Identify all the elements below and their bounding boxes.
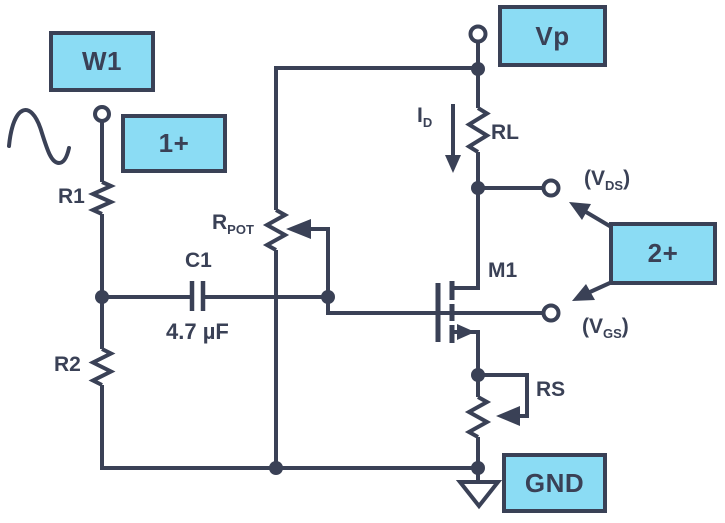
resistor-r2 — [88, 347, 116, 387]
capacitor-c1 — [102, 281, 328, 311]
vds-label: (VDS) — [584, 168, 630, 192]
resistor-rpot — [262, 208, 290, 252]
junction-dot — [471, 181, 485, 195]
rs-label: RS — [536, 378, 566, 401]
scope-ch1-label: 1+ — [158, 128, 190, 158]
rpot-wiper-wire — [309, 227, 330, 297]
rs-wiper-wire — [478, 373, 529, 418]
m1-source-lead — [452, 330, 480, 375]
ground-rail — [100, 385, 478, 470]
junction-dot — [471, 368, 485, 382]
resistor-r1 — [88, 180, 116, 216]
scope-ch2-box: 2+ — [609, 222, 717, 285]
c1-value-label: 4.7 µF — [166, 319, 229, 344]
ch2-probe-arrows — [569, 202, 615, 301]
vp-terminal — [468, 24, 488, 44]
resistor-rs — [464, 395, 492, 439]
junction-dots — [95, 62, 485, 475]
potentiometer-rpot — [262, 208, 330, 468]
junction-dot — [471, 62, 485, 76]
ground-triangle — [455, 480, 503, 510]
m1-source-arrowhead — [457, 324, 475, 340]
vgs-label-sub: GS — [603, 326, 622, 341]
sine-wave-icon — [7, 108, 71, 166]
rpot-label: RPOT — [212, 212, 254, 236]
vp-supply-box: Vp — [498, 5, 607, 67]
vgs-label-close: ) — [621, 315, 629, 338]
scope-ch2-label: 2+ — [647, 238, 679, 268]
junction-dot — [321, 290, 335, 304]
junction-dot — [95, 290, 109, 304]
r1-label: R1 — [58, 185, 85, 208]
c1-label: C1 — [185, 249, 212, 272]
id-current-label: ID — [417, 105, 432, 129]
id-current-arrowhead — [445, 155, 461, 173]
top-rail — [274, 66, 478, 210]
rpot-label-sub: POT — [227, 222, 254, 237]
rl-label: RL — [491, 121, 519, 144]
gnd-box: GND — [502, 453, 607, 513]
junction-dot — [471, 461, 485, 475]
ch2-arrow-upper-shaft — [584, 210, 615, 230]
ch2-arrow-lower-shaft — [589, 280, 613, 294]
w1-terminal — [93, 105, 111, 123]
terminal-circles — [93, 24, 561, 323]
ch2-arrow-lower-head — [572, 284, 595, 301]
id-label-sub: D — [422, 115, 433, 130]
vds-label-open: (V — [584, 167, 605, 190]
vds-terminal — [541, 178, 561, 198]
vgs-label-open: (V — [582, 315, 603, 338]
resistor-rl — [465, 106, 491, 154]
vgs-terminal — [541, 303, 561, 323]
vgs-label: (VGS) — [582, 316, 629, 340]
rs-wiper-arrowhead — [496, 406, 520, 426]
w1-generator-label: W1 — [82, 46, 122, 76]
top-rail-wires — [274, 42, 480, 210]
scope-ch1-box: 1+ — [121, 114, 227, 173]
left-branch-wires — [88, 121, 478, 470]
junction-dot — [269, 461, 283, 475]
m1-label: M1 — [488, 259, 518, 282]
rpot-label-base: R — [212, 211, 228, 234]
gnd-label: GND — [524, 467, 585, 498]
id-label-base: I — [417, 104, 423, 127]
rpot-wiper-arrowhead — [286, 219, 311, 239]
w1-generator-box: W1 — [49, 31, 155, 92]
load-branch — [445, 69, 491, 188]
vp-supply-label: Vp — [535, 20, 570, 51]
m1-drain-lead — [452, 188, 480, 290]
vds-label-sub: DS — [605, 178, 624, 193]
vds-label-close: ) — [623, 167, 631, 190]
ch2-arrow-upper-head — [569, 202, 591, 220]
r2-label: R2 — [54, 353, 81, 376]
